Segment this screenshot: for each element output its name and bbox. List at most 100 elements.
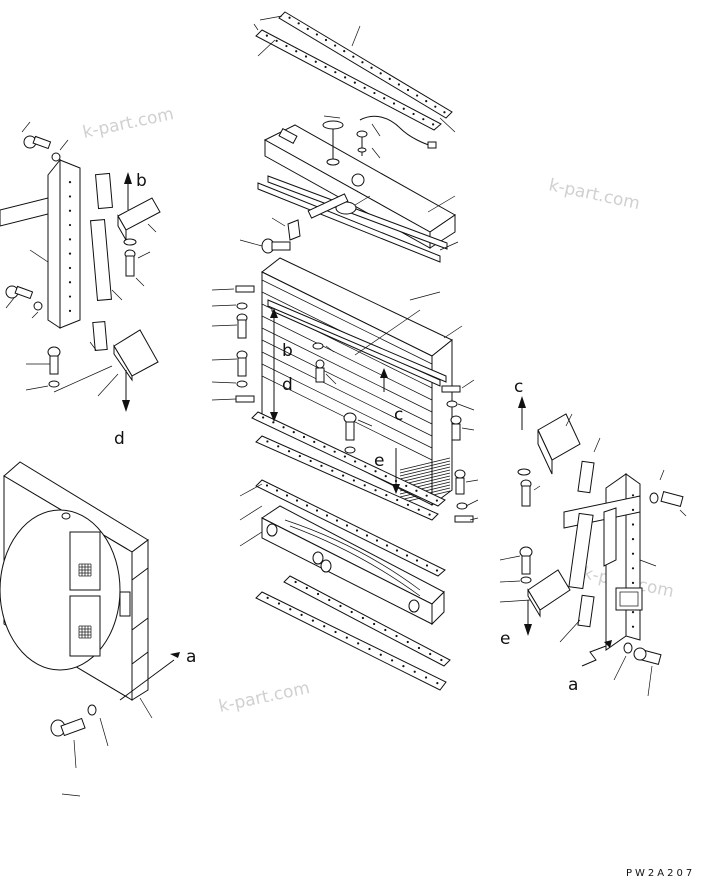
reference-letter-a: a: [568, 675, 578, 695]
strip-hole: [324, 65, 327, 69]
strip-hole: [432, 123, 435, 126]
strip-hole: [384, 475, 387, 478]
strip-hole: [335, 519, 339, 522]
reference-letter-a: a: [186, 647, 196, 667]
bottom-seal-strips: [255, 575, 451, 691]
strip-hole: [417, 508, 420, 511]
strip-hole: [275, 39, 278, 42]
strip-hole: [406, 640, 409, 644]
strip-hole: [341, 474, 345, 477]
strip-hole: [297, 22, 300, 25]
strip-hole: [334, 630, 337, 634]
strip-hole: [435, 499, 438, 502]
strip-hole: [361, 61, 364, 64]
core-fin-line: [261, 315, 433, 401]
strip-hole: [331, 469, 334, 472]
strip-hole: [334, 71, 337, 74]
strip-hole: [385, 544, 389, 547]
core-fin-line: [399, 460, 451, 474]
strip-hole: [315, 33, 318, 36]
strip-hole: [434, 105, 437, 108]
lower-tank: [261, 505, 445, 626]
strip-hole: [68, 181, 72, 184]
core-fin-line: [261, 363, 433, 449]
strip-hole: [292, 431, 295, 434]
strip-hole: [392, 102, 396, 105]
core-fin-line: [261, 339, 433, 425]
reference-letter-e: e: [374, 451, 384, 471]
strip-hole: [353, 81, 356, 84]
left-side-panel: [0, 121, 161, 397]
strip-hole: [395, 634, 398, 638]
strip-hole: [68, 238, 72, 241]
strip-hole: [631, 625, 635, 628]
core-fin-line: [399, 457, 451, 471]
strip-hole: [631, 508, 635, 511]
strip-hole: [415, 559, 419, 562]
strip-hole: [631, 523, 635, 526]
strip-hole: [285, 494, 289, 497]
strip-hole: [68, 195, 72, 198]
strip-hole: [364, 465, 367, 468]
watermark-text: k-part.com: [217, 678, 312, 717]
strip-hole: [302, 435, 306, 439]
core-fin-line: [261, 351, 433, 437]
drawing-code: PW2A207: [626, 868, 695, 879]
strip-hole: [425, 564, 429, 567]
strip-hole: [631, 538, 635, 541]
strip-hole: [405, 484, 408, 487]
strip-hole: [295, 50, 298, 53]
strip-hole: [352, 55, 355, 58]
strip-hole: [363, 86, 366, 89]
strip-hole: [357, 642, 360, 645]
strip-hole: [631, 494, 635, 497]
strip-hole: [425, 100, 428, 103]
strip-hole: [343, 455, 346, 458]
strip-hole: [323, 625, 326, 628]
strip-hole: [375, 539, 379, 542]
strip-hole: [334, 44, 337, 47]
strip-hole: [313, 440, 316, 443]
strip-hole: [374, 489, 377, 492]
strip-hole: [339, 604, 342, 608]
strip-hole: [397, 83, 400, 86]
strip-hole: [328, 598, 331, 602]
reference-letter-c: c: [514, 377, 523, 397]
reference-letter-b: b: [282, 341, 293, 361]
strip-hole: [68, 266, 72, 270]
core-fin-line: [399, 466, 451, 480]
strip-hole: [390, 659, 394, 662]
strip-hole: [285, 44, 288, 48]
strip-hole: [68, 223, 72, 227]
strip-hole: [424, 676, 428, 679]
strip-hole: [314, 60, 317, 63]
reference-letter-e: e: [500, 629, 510, 649]
strip-hole: [305, 504, 309, 507]
strip-hole: [384, 628, 387, 632]
core-fin-line: [399, 469, 451, 483]
strip-hole: [289, 608, 292, 611]
strip-hole: [282, 426, 285, 429]
strip-hole: [435, 569, 439, 572]
strip-hole: [277, 445, 280, 448]
strip-hole: [373, 91, 376, 95]
strip-hole: [385, 493, 388, 497]
watermark-text: k-part.com: [547, 175, 642, 214]
left-reference-arrows: [122, 172, 132, 412]
strip-hole: [355, 529, 359, 532]
strip-hole: [68, 295, 72, 298]
reference-letter-d: d: [114, 429, 125, 449]
strip-hole: [406, 503, 410, 506]
strip-hole: [68, 252, 72, 255]
strip-hole: [316, 592, 320, 596]
strip-hole: [631, 581, 635, 585]
strip-hole: [388, 77, 391, 80]
core-fin-line: [399, 463, 451, 477]
strip-hole: [68, 209, 72, 212]
strip-hole: [266, 596, 269, 599]
strip-hole: [325, 514, 329, 517]
strip-hole: [428, 513, 431, 516]
strip-hole: [413, 670, 416, 673]
strip-hole: [402, 107, 405, 110]
strip-hole: [68, 309, 72, 312]
